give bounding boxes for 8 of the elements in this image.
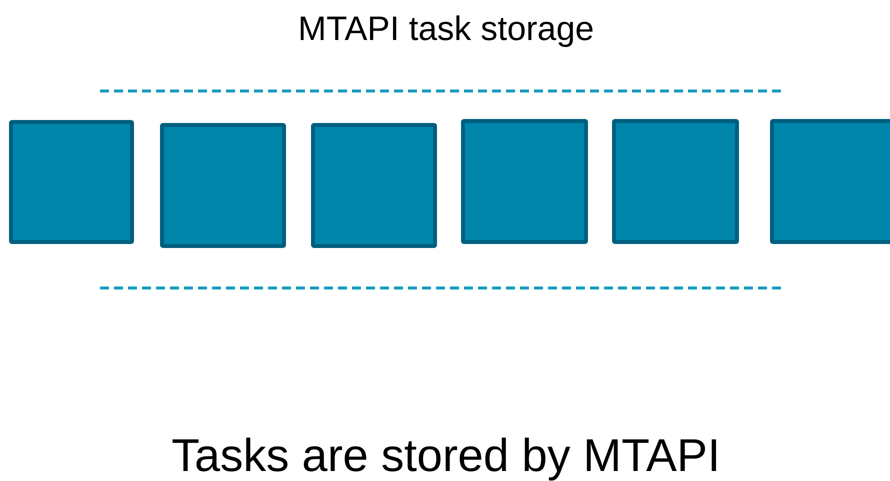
- storage-slot: [311, 123, 437, 248]
- storage-slot: [9, 120, 134, 244]
- storage-slot: [461, 119, 588, 244]
- diagram-caption: Tasks are stored by MTAPI: [172, 428, 720, 481]
- storage-slot: [160, 123, 286, 248]
- diagram-title: MTAPI task storage: [298, 10, 594, 49]
- storage-slot: [612, 119, 739, 244]
- storage-slot: [770, 119, 890, 244]
